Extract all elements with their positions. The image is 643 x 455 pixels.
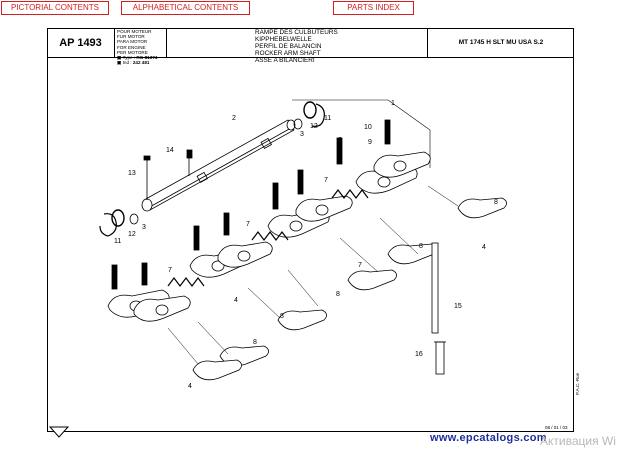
assembly-bracket [292, 99, 431, 168]
part-title-block: RAMPE DES CULBUTEURS KIPPHEBELWELLE PERF… [255, 28, 427, 64]
callout-11: 11 [114, 238, 121, 245]
engine-line: FOR ENGINE [117, 44, 146, 50]
rocker-arm-assembly[interactable] [192, 197, 507, 381]
alphabetical-contents-button[interactable]: ALPHABETICAL CONTENTS [121, 1, 250, 15]
engine-line: POUR MOTEUR [117, 29, 152, 34]
bolt-14[interactable] [186, 149, 193, 176]
callout-8: 8 [494, 199, 498, 206]
callout-8: 8 [253, 339, 257, 346]
title-french: RAMPE DES CULBUTEURS [255, 29, 338, 36]
paco-mark: P.A.C.-Rue [575, 372, 580, 395]
spring-7[interactable] [167, 189, 369, 287]
callout-1: 1 [391, 100, 395, 107]
windows-activation-overlay: Активация Wi [540, 434, 616, 448]
callout-6: 6 [338, 137, 342, 144]
drawing-header: AP 1493 POUR MOTEUR FUR MOTOR PARA MOTOR… [47, 28, 574, 65]
drawing-date: 08 / 01 / 03 [545, 425, 568, 430]
callout-7: 7 [168, 267, 172, 274]
bolt-13[interactable] [143, 155, 151, 200]
callout-3: 3 [142, 224, 146, 231]
circlip-11-top[interactable] [311, 103, 325, 127]
callout-10: 10 [364, 124, 372, 131]
engine-type: ▣ Type : RG 81374 [117, 55, 158, 61]
push-rod[interactable] [431, 242, 439, 334]
parts-index-button[interactable]: PARTS INDEX [333, 1, 414, 15]
tappet[interactable] [434, 341, 446, 375]
circlip-11-left[interactable] [99, 213, 117, 237]
rocker-shaft[interactable] [141, 119, 296, 212]
exploded-parts-diagram: 1 2 3 3 4 4 4 5 6 7 7 7 7 8 8 8 8 8 9 10… [99, 99, 507, 390]
engine-ind: ▣ Ind : 242 481 [117, 60, 150, 66]
plug-3-left[interactable] [129, 213, 139, 225]
epcatalogs-watermark: www.epcatalogs.com [430, 432, 547, 444]
callout-4: 4 [482, 244, 486, 251]
title-italian: ASSE A BILANCIERI [255, 57, 315, 65]
callout-4: 4 [234, 297, 238, 304]
title-german: KIPPHEBELWELLE [255, 36, 312, 44]
ap-code: AP 1493 [47, 28, 115, 57]
callout-12: 12 [310, 123, 318, 130]
title-spanish: PERFIL DE BALANCIN [255, 43, 322, 51]
callout-13: 13 [128, 170, 136, 177]
engine-info: POUR MOTEUR FUR MOTOR PARA MOTOR FOR ENG… [115, 28, 167, 65]
rocker-arm-assembly[interactable] [373, 119, 431, 178]
rocker-arm-assembly[interactable] [295, 169, 353, 222]
callout-8: 8 [280, 313, 284, 320]
page-down-arrow-icon[interactable] [49, 426, 69, 438]
rocker-arm-assembly[interactable] [133, 262, 191, 322]
callout-7: 7 [358, 262, 362, 269]
engine-line: PER MOTORE [117, 49, 148, 55]
plug-3-top[interactable] [293, 118, 303, 130]
callout-7: 7 [324, 177, 328, 184]
rocker-arm-assembly[interactable] [217, 212, 273, 268]
engine-line: PARA MOTOR [117, 39, 148, 45]
pictorial-contents-button[interactable]: PICTORIAL CONTENTS [1, 1, 109, 15]
drawing-frame [47, 28, 574, 432]
seal-ring-12-left[interactable] [111, 209, 125, 227]
callout-8: 8 [419, 243, 423, 250]
title-english: ROCKER ARM SHAFT [255, 50, 321, 58]
seal-ring-12-top[interactable] [303, 101, 317, 119]
callout-11: 11 [324, 115, 331, 122]
callout-2: 2 [232, 115, 236, 122]
callout-15: 15 [454, 303, 462, 310]
callout-12: 12 [128, 231, 136, 238]
callout-16: 16 [415, 351, 423, 358]
callout-9: 9 [368, 139, 372, 146]
callout-8: 8 [336, 291, 340, 298]
callout-3: 3 [300, 131, 304, 138]
model-name: MT 1745 H SLT MU USA S.2 [427, 28, 574, 57]
callout-14: 14 [166, 147, 174, 154]
callout-4: 4 [188, 383, 192, 390]
engine-line: FUR MOTOR [117, 34, 145, 40]
callout-7: 7 [246, 221, 250, 228]
callout-5: 5 [338, 155, 342, 162]
